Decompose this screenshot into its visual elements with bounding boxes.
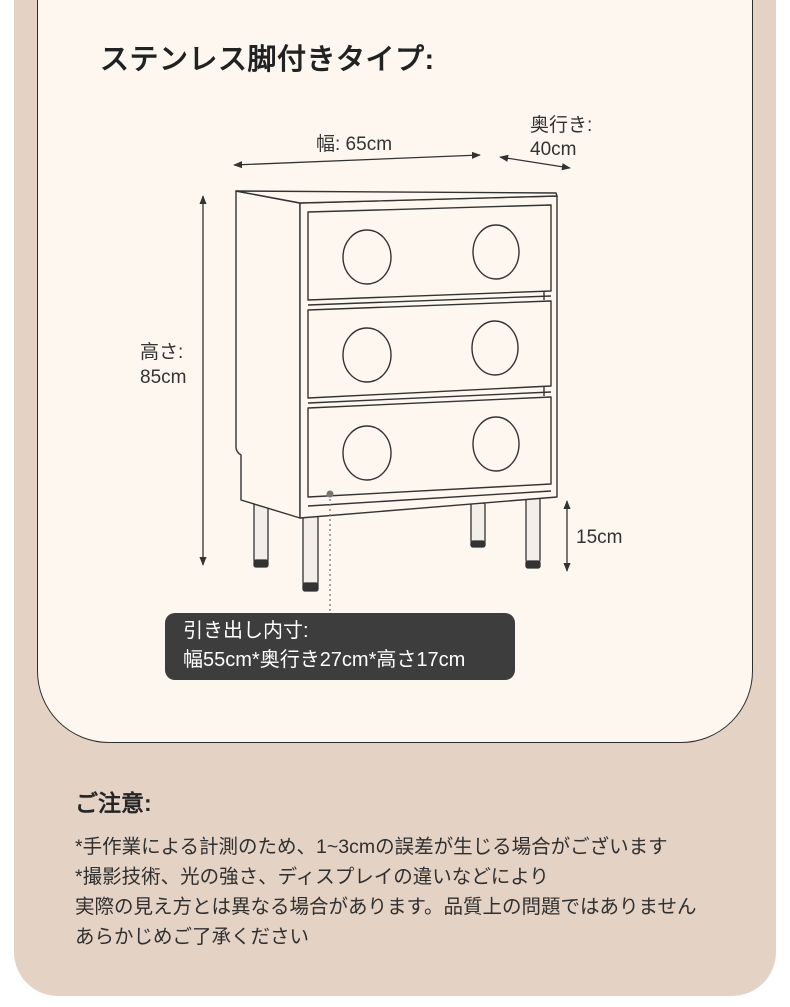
drawer-3-handle-right (472, 416, 520, 472)
width-arrow (233, 151, 481, 169)
leg-foot (253, 559, 269, 568)
drawer-1-handle-right (472, 224, 520, 280)
depth-arrow (499, 154, 571, 171)
leg-front-right (525, 494, 541, 569)
drawer-rail (307, 391, 552, 404)
leg-shaft (525, 494, 541, 563)
drawer-2-handle-left (342, 327, 392, 383)
leg-back-right (470, 502, 486, 548)
leg-foot (470, 540, 486, 548)
leg-shaft (470, 502, 486, 544)
note-line: *撮影技術、光の強さ、ディスプレイの違いなどにより (75, 866, 549, 888)
leg-foot (302, 582, 319, 592)
leg-back-left (253, 499, 269, 568)
cabinet-side-panel (235, 190, 301, 519)
drawer-inner-label: 引き出し内寸: (183, 620, 309, 642)
notes-list: *手作業による計測のため、1~3cmの誤差が生じる場合がございます *撮影技術、… (75, 832, 696, 952)
cabinet-diagram (199, 151, 571, 613)
callout-leader-dot (326, 490, 334, 498)
leg-front-left (302, 514, 319, 592)
cabinet-body (235, 190, 558, 519)
note-line: 実際の見え方とは異なる場合があります。品質上の問題ではありません (75, 896, 697, 918)
depth-label: 奥行き: (530, 115, 593, 136)
note-line: あらかじめご了承ください (75, 926, 310, 948)
leg-foot (525, 560, 541, 569)
note-line: *手作業による計測のため、1~3cmの誤差が生じる場合がございます (75, 836, 668, 858)
drawer-2-handle-right (471, 320, 519, 376)
leg-shaft (302, 514, 319, 586)
leg-shaft (253, 499, 269, 563)
depth-label-group: 奥行き: 40cm (530, 114, 592, 162)
legs (253, 494, 541, 592)
drawer-inner-value: 幅55cm*奥行き27cm*高さ17cm (183, 649, 466, 671)
cabinet-top (235, 190, 558, 204)
drawer-1-handle-left (342, 229, 392, 285)
drawer-3-handle-left (342, 425, 392, 481)
leg-height-label: 15cm (576, 527, 623, 548)
width-label: 幅: 65cm (316, 134, 393, 155)
notes-heading: ご注意: (75, 790, 152, 816)
height-label: 高さ: (140, 342, 184, 363)
depth-value: 40cm (530, 139, 577, 160)
height-value: 85cm (140, 367, 187, 388)
drawer-inner-size-callout: 引き出し内寸: 幅55cm*奥行き27cm*高さ17cm (165, 613, 515, 680)
page-title: ステンレス脚付きタイプ: (100, 44, 435, 76)
height-label-group: 高さ: 85cm (140, 340, 186, 390)
cabinet-plinth (307, 490, 552, 507)
drawer-rail (307, 295, 552, 306)
